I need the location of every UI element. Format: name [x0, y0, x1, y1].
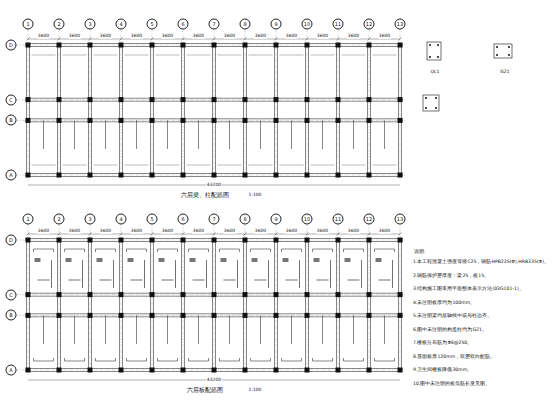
plan-title: 六层板配筋图: [187, 387, 223, 393]
axis-bubble: 12: [364, 214, 375, 225]
axis-bubble: 7: [209, 214, 220, 225]
dimension: 3600: [37, 34, 50, 39]
axis-bubble: D: [6, 235, 17, 246]
axis-bubble: 3: [85, 19, 96, 30]
note-line: 7.楼板分布筋为Φ6@250。: [413, 340, 553, 345]
axis-bubble: B: [6, 115, 17, 126]
axis-bubble: 4: [116, 19, 127, 30]
dimension: 3600: [254, 229, 267, 234]
axis-bubble: 6: [178, 214, 189, 225]
axis-bubble: 1: [23, 214, 34, 225]
dimension: 3600: [316, 34, 329, 39]
axis-bubble: 6: [178, 19, 189, 30]
axis-bubble: 1: [23, 19, 34, 30]
dimension: 3600: [285, 229, 298, 234]
dimension: 3600: [161, 34, 174, 39]
note-line: 1.本工程混凝土强度等级C25，钢筋HPB235(Φ),HRB335(Φ)。: [413, 259, 553, 264]
note-line: 6.图中未注明的构造柱均为GZ1。: [413, 327, 553, 332]
note-line: 8.屋面板厚120mm，双层双向配筋。: [413, 354, 553, 359]
axis-bubble: 12: [364, 19, 375, 30]
dimension: 3600: [347, 229, 360, 234]
total-dimension: 43200: [206, 378, 222, 383]
dimension: 3600: [99, 34, 112, 39]
axis-bubble: 2: [54, 19, 65, 30]
axis-bubble: 7: [209, 19, 220, 30]
detail-label: GZ1: [499, 70, 510, 75]
axis-bubble: 13: [395, 214, 406, 225]
axis-bubble: 11: [333, 19, 344, 30]
scale: 1:100: [248, 193, 263, 198]
axis-bubble: C: [6, 289, 17, 300]
note-line: 5.未注明梁均居轴线中或与柱边齐。: [413, 313, 553, 318]
dimension: 3600: [130, 34, 143, 39]
axis-bubble: 5: [147, 214, 158, 225]
dimension: 3600: [68, 229, 81, 234]
note-line: 10.图中未注明的板负筋长度见图。: [413, 381, 553, 386]
axis-bubble: 11: [333, 214, 344, 225]
axis-bubble: 8: [240, 19, 251, 30]
dimension: 3600: [223, 229, 236, 234]
dimension: 3600: [192, 229, 205, 234]
axis-bubble: 9: [271, 214, 282, 225]
dimension: 3600: [68, 34, 81, 39]
axis-bubble: D: [6, 40, 17, 51]
scale: 1:100: [248, 388, 263, 393]
dimension: 3600: [285, 34, 298, 39]
axis-bubble: 10: [302, 19, 313, 30]
dimension: 3600: [378, 229, 391, 234]
axis-bubble: 4: [116, 214, 127, 225]
dimension: 3600: [161, 229, 174, 234]
section-details: [423, 42, 512, 111]
axis-bubble: 8: [240, 214, 251, 225]
axis-bubble: B: [6, 310, 17, 321]
axis-bubble: 5: [147, 19, 158, 30]
dimension: 3600: [254, 34, 267, 39]
dimension: 3600: [130, 229, 143, 234]
axis-bubble: 9: [271, 19, 282, 30]
dimension: 3600: [99, 229, 112, 234]
axis-bubble: 3: [85, 214, 96, 225]
notes-heading: 说明:: [413, 250, 427, 255]
detail-label: QL1: [430, 70, 441, 75]
note-line: 2.钢筋保护层厚度：梁25，板15。: [413, 273, 553, 278]
dimension: 3600: [37, 229, 50, 234]
axis-bubble: 10: [302, 214, 313, 225]
note-line: 4.未注明板厚均为100mm。: [413, 300, 553, 305]
plan: [16, 224, 406, 380]
dimension: 3600: [316, 229, 329, 234]
dimension: 3600: [223, 34, 236, 39]
axis-bubble: A: [6, 365, 17, 376]
plan: [16, 29, 406, 185]
dimension: 3600: [378, 34, 391, 39]
note-line: 9.卫生间楼板降低30mm。: [413, 367, 553, 372]
dimension: 3600: [347, 34, 360, 39]
dimension: 3600: [192, 34, 205, 39]
total-dimension: 43200: [206, 183, 222, 188]
note-line: 3.结构施工图采用平面整体表示方法(03G101-1)。: [413, 286, 553, 291]
axis-bubble: A: [6, 170, 17, 181]
axis-bubble: C: [6, 94, 17, 105]
plan-title: 六层梁、柱配筋图: [181, 192, 229, 198]
axis-bubble: 13: [395, 19, 406, 30]
axis-bubble: 2: [54, 214, 65, 225]
